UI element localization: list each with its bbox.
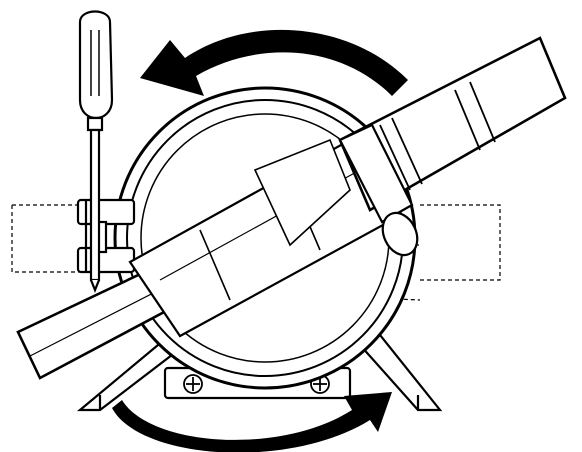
- screw-head-left-icon: [183, 374, 203, 394]
- counterclockwise-arrow-icon: [140, 29, 408, 97]
- joint-collar: [338, 123, 419, 257]
- clockwise-arrow-icon: [112, 392, 392, 452]
- pipe-arm-upper: [338, 36, 567, 212]
- screwdriver-icon: [78, 10, 114, 293]
